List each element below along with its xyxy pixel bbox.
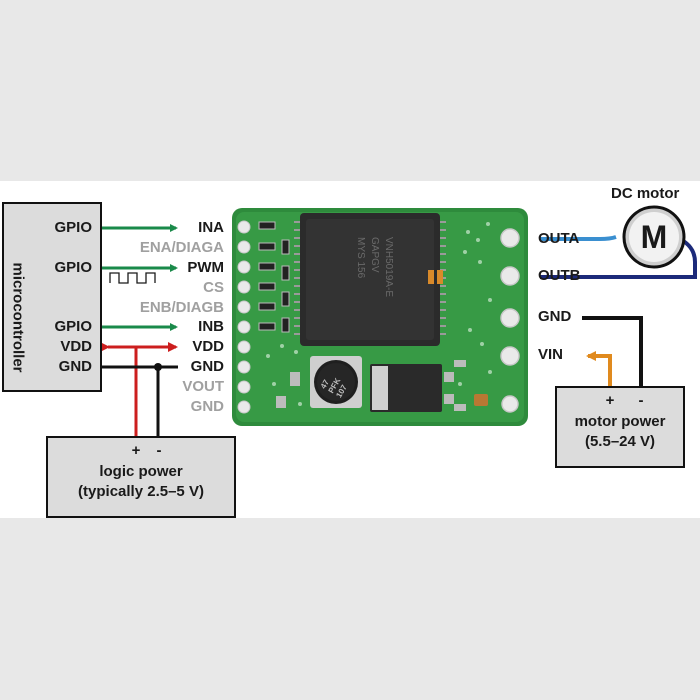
driver-ic: VNH5019A-E GAPGV MYS 156 — [294, 213, 446, 346]
ic-marking-line-2: GAPGV — [369, 237, 380, 273]
vdd-wires — [100, 342, 178, 438]
right-terminals — [500, 228, 520, 413]
voltage-regulator — [370, 364, 454, 412]
logic-power-minus: - — [156, 442, 162, 459]
dc-motor-title: DC motor — [611, 185, 680, 202]
logic-power-plus: + — [131, 442, 141, 459]
mc-pin-gpio-2: GPIO — [54, 259, 92, 276]
motor-power-range: (5.5–24 V) — [584, 433, 656, 450]
pin-label-vdd: VDD — [192, 338, 224, 355]
ic-marking-line-3: MYS 156 — [355, 237, 366, 279]
pin-label-ena-diaga: ENA/DIAGA — [139, 239, 224, 256]
ic-marking-line-1: VNH5019A-E — [383, 237, 394, 297]
motor-driver-board: VNH5019A-E GAPGV MYS 156 47 PFK 107 — [232, 208, 528, 426]
outa-label: OUTA — [538, 230, 580, 247]
microcontroller-box — [2, 202, 102, 392]
pin-label-gnd: GND — [190, 358, 224, 375]
motor-power-box — [555, 386, 685, 468]
microcontroller-title: microcontroller — [9, 262, 27, 373]
gnd-junction — [154, 363, 162, 371]
vin-label: VIN — [538, 346, 564, 363]
mc-pin-gpio-3: GPIO — [54, 318, 92, 335]
logic-power-box — [46, 436, 236, 518]
outb-label: OUTB — [538, 267, 581, 284]
left-pin-holes — [237, 220, 251, 414]
mc-pin-vdd: VDD — [60, 338, 92, 355]
motor-power-minus: - — [638, 392, 644, 409]
pin-label-gnd-2: GND — [190, 398, 224, 415]
motor-power-plus: + — [605, 392, 615, 409]
pin-label-enb-diagb: ENB/DIAGB — [139, 299, 224, 316]
pin-label-cs: CS — [203, 279, 224, 296]
motor-symbol: M — [641, 219, 668, 255]
pin-label-vout: VOUT — [182, 378, 224, 395]
electrolytic-capacitor: 47 PFK 107 — [310, 356, 362, 408]
pin-label-pwm: PWM — [187, 259, 224, 276]
dc-motor-icon: M — [622, 205, 686, 269]
motor-gnd-wire — [582, 316, 643, 388]
mc-pin-gnd: GND — [58, 358, 92, 375]
gnd-power-label: GND — [538, 308, 572, 325]
logic-power-title: logic power — [99, 463, 183, 480]
motor-power-title: motor power — [574, 413, 666, 430]
signal-wires — [100, 224, 178, 331]
logic-power-range: (typically 2.5–5 V) — [78, 483, 204, 500]
gnd-wires — [100, 365, 178, 438]
pin-label-ina: INA — [198, 219, 224, 236]
vin-wire — [586, 351, 612, 388]
pin-label-inb: INB — [198, 318, 224, 335]
microcontroller-label: microcontroller — [8, 262, 28, 372]
pwm-waveform-icon — [109, 272, 156, 284]
outa-wire — [540, 235, 617, 241]
mc-pin-gpio-1: GPIO — [54, 219, 92, 236]
